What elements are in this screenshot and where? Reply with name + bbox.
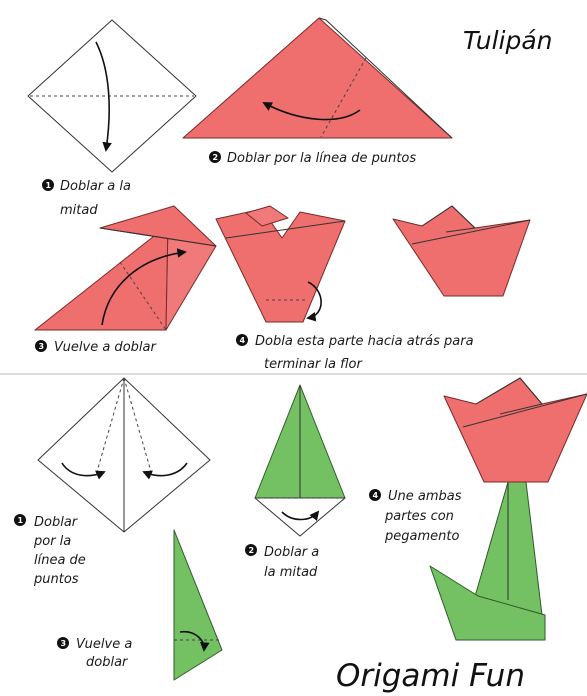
flower-step2-caption: 2 Doblar por la línea de puntos <box>209 151 416 166</box>
stem-step4-line2: partes con <box>384 509 454 524</box>
stem-step4-line3: pegamento <box>384 529 459 544</box>
flower-step3-caption: 3 Vuelve a doblar <box>35 340 157 355</box>
stem-step2-number: 2 <box>249 546 255 555</box>
flower-step1-caption: 1 Doblar a la mitad <box>42 179 131 218</box>
stem-step2-caption: 2 Doblar a la mitad <box>245 544 319 580</box>
flower-step1-number: 1 <box>46 181 52 190</box>
flower-step2-diagram <box>182 17 453 139</box>
flower-step1-diagram <box>27 19 197 173</box>
flower-step2-line1: Doblar por la línea de puntos <box>227 151 416 166</box>
stem-step2-line2: la mitad <box>264 565 318 580</box>
stem-step3-line1: Vuelve a <box>76 637 132 652</box>
stem-step4-caption: 4 Une ambas partes con pegamento <box>369 489 462 544</box>
flower-step1-line2: mitad <box>60 203 98 218</box>
stem-step1-line3: línea de <box>34 553 86 568</box>
flower-step4-line2: terminar la flor <box>264 357 363 372</box>
flower-step2-number: 2 <box>213 153 219 162</box>
stem-step3-diagram <box>173 529 223 681</box>
stem-step1-caption: 1 Doblar por la línea de puntos <box>14 514 86 587</box>
stem-step3-number: 3 <box>61 639 67 648</box>
stem-step4-number: 4 <box>373 491 379 500</box>
stem-step1-diagram <box>37 377 211 533</box>
flower-step4-diagram <box>215 205 346 323</box>
stem-step3-caption: 3 Vuelve a doblar <box>57 637 132 670</box>
stem-step1-number: 1 <box>18 516 24 525</box>
stem-finished-diagram <box>429 377 587 641</box>
stem-step1-line1: Doblar <box>34 515 79 530</box>
flower-step3-number: 3 <box>39 342 45 351</box>
stem-step1-line4: puntos <box>33 572 79 587</box>
title-tulip: Tulipán <box>463 26 553 55</box>
brand-origami-fun: Origami Fun <box>336 658 525 694</box>
flower-step3-line1: Vuelve a doblar <box>54 340 157 355</box>
flower-finished-diagram <box>392 205 531 297</box>
flower-step4-caption: 4 Dobla esta parte hacia atrás para term… <box>236 334 474 372</box>
stem-step3-line2: doblar <box>86 655 129 670</box>
flower-step4-number: 4 <box>240 336 246 345</box>
flower-step1-line1: Doblar a la <box>60 179 131 194</box>
stem-step1-line2: por la <box>33 534 71 549</box>
stem-step2-line1: Doblar a <box>264 545 319 560</box>
stem-step2-diagram <box>254 384 346 537</box>
flower-step4-line1: Dobla esta parte hacia atrás para <box>255 334 474 349</box>
stem-step4-line1: Une ambas <box>388 489 462 504</box>
flower-step3-diagram <box>34 205 217 331</box>
